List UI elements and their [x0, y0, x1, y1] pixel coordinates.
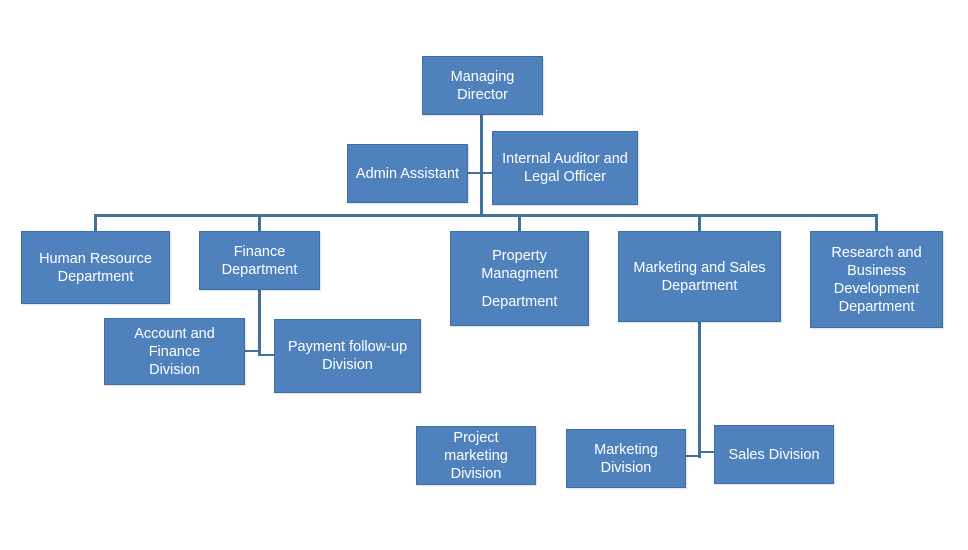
- sales-division-box: Sales Division: [714, 425, 834, 484]
- connector-account-stub: [244, 350, 259, 352]
- project-marketing-label-line2: Division: [450, 465, 502, 482]
- connector-root-trunk: [480, 114, 483, 216]
- connector-drop-property: [518, 214, 521, 232]
- connector-finance-trunk: [258, 290, 261, 356]
- finance-department-box: Finance Department: [199, 231, 320, 290]
- managing-director-label-line1: Managing: [450, 68, 515, 85]
- marketing-division-label-line2: Division: [600, 459, 652, 476]
- project-marketing-division-box: Project marketing Division: [416, 426, 536, 485]
- internal-auditor-label-line2: Legal Officer: [524, 169, 606, 185]
- human-resource-label-line1: Human Resource: [39, 250, 152, 267]
- research-label-line2: Business: [847, 262, 906, 279]
- payment-follow-up-label-line1: Payment follow-up: [287, 339, 408, 355]
- connector-marketing-trunk: [698, 322, 701, 458]
- human-resource-department-box: Human Resource Department: [21, 231, 170, 304]
- research-label-line3: Development: [833, 280, 920, 297]
- marketing-and-sales-department-box: Marketing and Sales Department: [618, 231, 781, 322]
- managing-director-box: Managing Director: [422, 56, 543, 115]
- research-label-line1: Research and: [831, 244, 922, 261]
- payment-follow-up-label-line2: Division: [322, 357, 373, 373]
- internal-auditor-box: Internal Auditor and Legal Officer: [492, 131, 638, 205]
- connector-auditor-stub: [482, 172, 493, 174]
- finance-label-line2: Department: [221, 261, 298, 278]
- internal-auditor-label-line1: Internal Auditor and: [502, 151, 628, 167]
- connector-payment-stub: [259, 354, 275, 356]
- research-label-line4: Department: [838, 298, 915, 315]
- finance-label-line1: Finance: [233, 243, 286, 260]
- account-and-finance-division-box: Account and Finance Division: [104, 318, 245, 385]
- human-resource-label-line2: Department: [57, 268, 134, 285]
- project-marketing-label-line1: Project marketing: [444, 429, 508, 464]
- connector-admin-stub: [467, 172, 482, 174]
- marketing-and-sales-label-line2: Department: [661, 277, 738, 294]
- connector-drop-finance: [258, 214, 261, 232]
- sales-division-label: Sales Division: [728, 446, 820, 463]
- property-management-department-box: Property Managment Department: [450, 231, 589, 326]
- marketing-division-label-line1: Marketing: [594, 441, 658, 458]
- connector-drop-research: [875, 214, 878, 232]
- connector-marketing-division-stub: [686, 455, 699, 457]
- admin-assistant-box: Admin Assistant: [347, 144, 468, 203]
- marketing-division-box: Marketing Division: [566, 429, 686, 488]
- account-and-finance-label-line2: Division: [149, 361, 200, 378]
- admin-assistant-label: Admin Assistant: [355, 165, 460, 182]
- connector-drop-hr: [94, 214, 97, 232]
- connector-sales-division-stub: [699, 451, 715, 453]
- marketing-and-sales-label-line1: Marketing and Sales: [633, 259, 766, 276]
- account-and-finance-label-line1: Account and Finance: [134, 325, 215, 360]
- property-label-line1: Property: [492, 247, 547, 264]
- connector-drop-marketing: [698, 214, 701, 232]
- property-label-line2: Managment: [481, 265, 558, 282]
- research-and-business-development-department-box: Research and Business Development Depart…: [810, 231, 943, 328]
- managing-director-label-line2: Director: [457, 86, 508, 103]
- property-label-line3: Department: [481, 293, 558, 310]
- payment-follow-up-division-box: Payment follow-up Division: [274, 319, 421, 393]
- connector-department-bus: [94, 214, 877, 217]
